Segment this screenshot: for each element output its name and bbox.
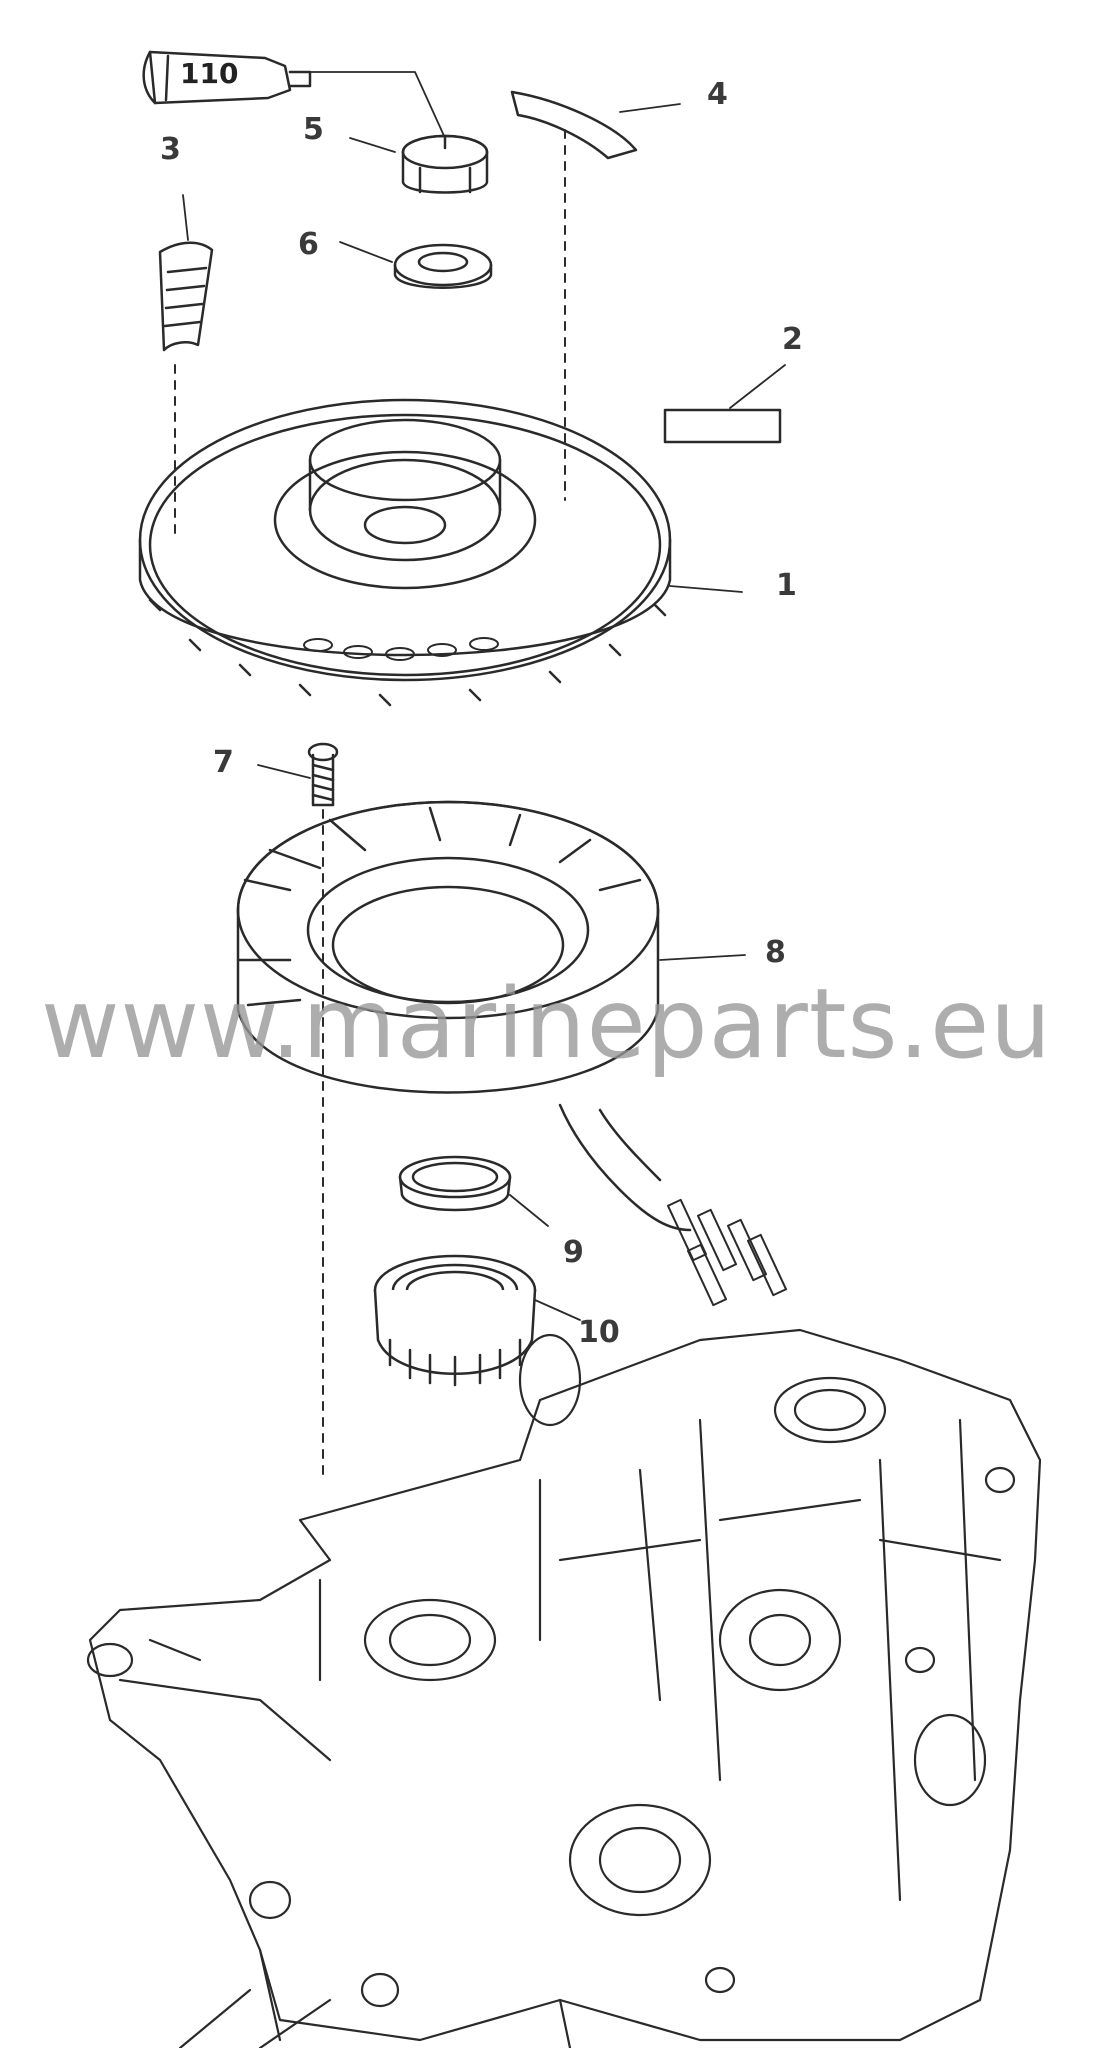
alignment-lines: [174, 129, 566, 1481]
flywheel-key: [510, 90, 638, 160]
seal-ring: [398, 1155, 512, 1212]
washer: [393, 243, 493, 289]
bearing: [373, 1254, 537, 1387]
decal-strip: [158, 241, 214, 352]
callout-3: 3: [160, 132, 181, 167]
flywheel-nut: [401, 134, 489, 194]
sealant-tube: [142, 50, 312, 105]
leader-lines: [182, 71, 786, 1321]
flywheel: [138, 398, 672, 707]
plate-label: [663, 408, 782, 444]
screw: [307, 742, 339, 807]
stator: [236, 800, 788, 1307]
callout-10: 10: [578, 1315, 620, 1350]
callout-5: 5: [303, 112, 324, 147]
callout-7: 7: [213, 745, 234, 780]
tube-label: 110: [180, 57, 239, 90]
callout-6: 6: [298, 227, 319, 262]
callout-9: 9: [563, 1235, 584, 1270]
callout-2: 2: [782, 322, 803, 357]
callout-4: 4: [707, 77, 728, 112]
engine-block: [86, 1328, 1042, 2048]
callout-1: 1: [776, 568, 797, 603]
watermark: www.marineparts.eu: [41, 968, 1052, 1080]
callout-8: 8: [765, 935, 786, 970]
